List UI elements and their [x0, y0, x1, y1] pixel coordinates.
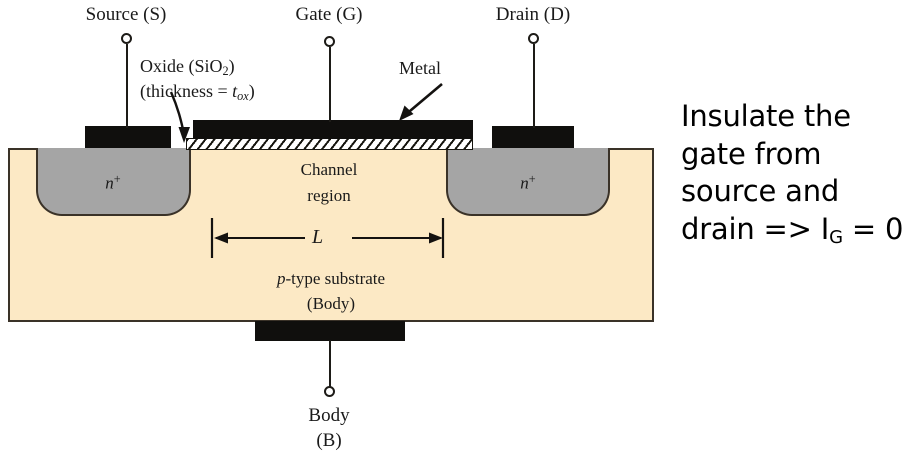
- drain-terminal-label: Drain (D): [495, 4, 571, 25]
- gate-metal-electrode: [193, 120, 473, 139]
- gate-current-subscript: G: [829, 227, 843, 249]
- substrate-label-line2: (Body): [306, 294, 356, 313]
- channel-region-label-line1: Channel: [300, 160, 358, 179]
- annotation-line-2: gate from: [681, 136, 822, 171]
- source-contact-pad: [85, 126, 171, 148]
- annotation-line-4-post: = 0: [842, 212, 904, 247]
- body-terminal-label-line2: (B): [316, 430, 342, 451]
- body-lead-wire: [329, 340, 331, 388]
- n-plus-source-label: n+: [78, 172, 148, 194]
- n-plus-drain-superscript: +: [528, 172, 536, 186]
- oxide-callout-label-line2: (thickness = tox): [140, 81, 255, 103]
- n-plus-drain-label: n+: [493, 172, 563, 194]
- body-contact-pad: [255, 321, 405, 341]
- n-plus-source-superscript: +: [113, 172, 121, 186]
- drain-terminal-node[interactable]: [528, 33, 539, 44]
- substrate-type-letter: p: [276, 269, 286, 288]
- annotation-line-4-pre: drain => I: [681, 212, 830, 247]
- body-terminal-node[interactable]: [324, 386, 335, 397]
- n-plus-source-base: n: [105, 173, 114, 193]
- n-plus-source-region: [36, 148, 191, 216]
- substrate-label-line1: p-type substrate: [231, 269, 431, 289]
- gate-terminal-node[interactable]: [324, 36, 335, 47]
- annotation-line-3: source and: [681, 174, 840, 209]
- oxide-thickness-paren-close: ): [248, 81, 255, 101]
- annotation-line-1: Insulate the: [681, 99, 851, 133]
- source-terminal-label: Source (S): [85, 4, 167, 25]
- oxide-paren-close: ): [228, 56, 235, 76]
- annotation-line-4: drain => IG = 0: [681, 211, 903, 249]
- body-terminal-label-line1: Body: [308, 405, 350, 426]
- substrate-type-text: -type substrate: [285, 269, 386, 288]
- source-terminal-node[interactable]: [121, 33, 132, 44]
- gate-terminal-label: Gate (G): [295, 4, 363, 25]
- drain-lead-wire: [533, 44, 535, 128]
- gate-oxide-layer: [186, 138, 473, 150]
- oxide-subscript: 2: [222, 64, 229, 79]
- oxide-callout-text: Oxide (SiO: [140, 56, 223, 76]
- channel-region-label-line2: region: [307, 186, 351, 205]
- oxide-thickness-var: t: [232, 81, 238, 101]
- insulation-annotation: Insulate the gate from source and drain …: [681, 98, 903, 249]
- n-plus-drain-region: [446, 148, 610, 216]
- source-lead-wire: [126, 44, 128, 128]
- gate-lead-wire: [329, 47, 331, 122]
- oxide-callout-label-line1: Oxide (SiO2): [140, 56, 235, 78]
- metal-callout-label: Metal: [399, 58, 441, 78]
- oxide-thickness-subscript: ox: [237, 89, 249, 104]
- metal-callout-arrow-head: [399, 105, 414, 121]
- metal-callout-arrow-shaft: [403, 83, 443, 117]
- oxide-thickness-text: (thickness =: [140, 81, 233, 101]
- n-plus-drain-base: n: [520, 173, 529, 193]
- channel-length-symbol: L: [312, 226, 324, 248]
- drain-contact-pad: [492, 126, 574, 148]
